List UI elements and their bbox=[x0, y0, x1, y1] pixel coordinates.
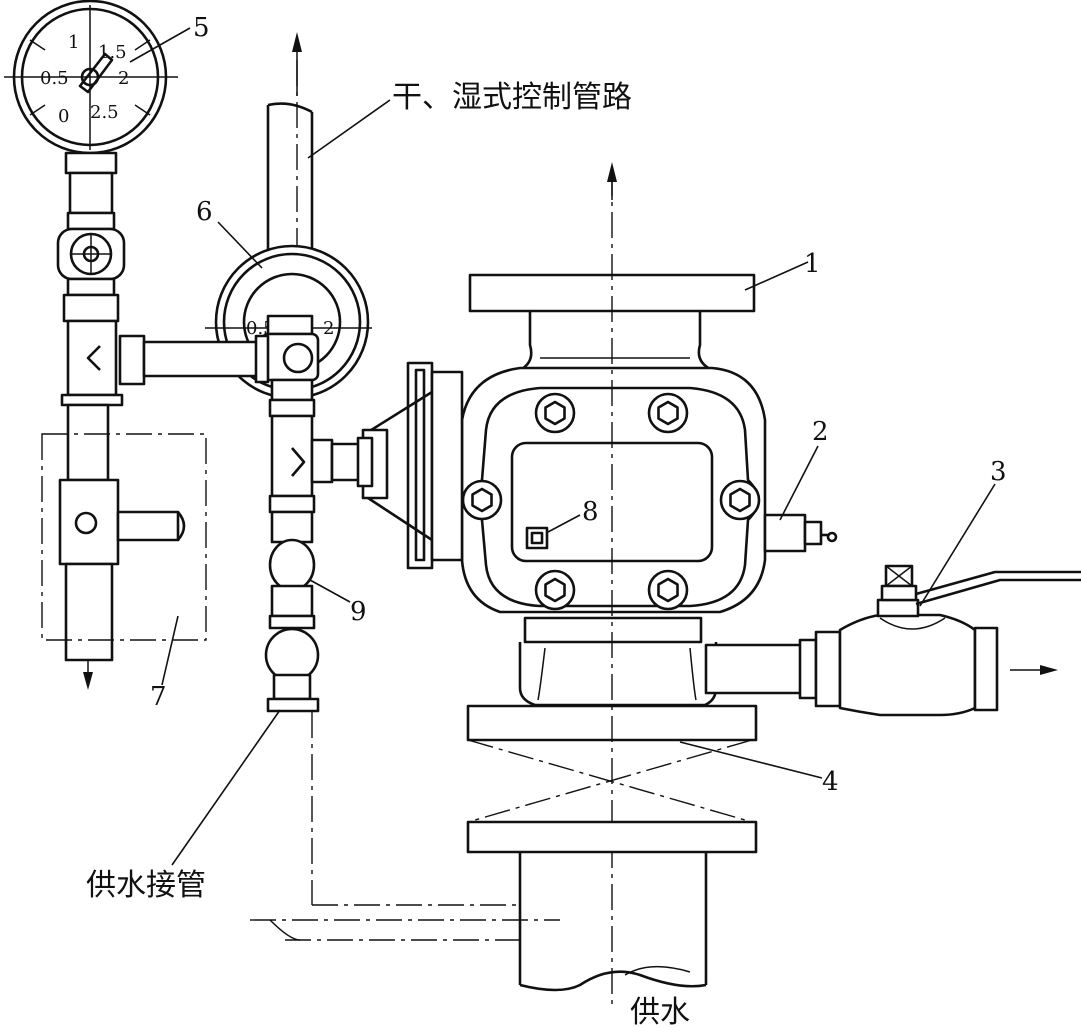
gauge-5-mark-0: 0 bbox=[58, 106, 69, 127]
alarm-check-valve bbox=[460, 273, 838, 742]
labels: 干、湿式控制管路 供水接管 供水 5 6 1 2 3 8 9 7 4 bbox=[86, 13, 1007, 1027]
flow-arrows bbox=[83, 32, 1058, 690]
drain-valve-7[interactable] bbox=[74, 511, 98, 535]
part-number-6: 6 bbox=[196, 197, 213, 227]
part-number-8: 8 bbox=[582, 497, 599, 527]
pressure-switch-port bbox=[763, 513, 807, 553]
control-pipe-label: 干、湿式控制管路 bbox=[392, 80, 632, 115]
supply-connection-label: 供水接管 bbox=[86, 868, 206, 903]
gauge-5-mark-25: 2.5 bbox=[90, 102, 119, 123]
part-number-5: 5 bbox=[193, 13, 210, 43]
control-line: 0.5 2 bbox=[118, 102, 374, 713]
drain-valve-assembly bbox=[704, 564, 1081, 717]
valve-handle[interactable] bbox=[915, 570, 1081, 606]
gauge-5-mark-2: 2 bbox=[118, 68, 129, 89]
retard-chamber bbox=[361, 361, 464, 570]
test-assembly: 0 0.5 1 1.5 2 2.5 bbox=[4, 0, 207, 662]
drain-plug bbox=[525, 526, 549, 550]
gauge-5-mark-05: 0.5 bbox=[40, 68, 69, 89]
gauge-6-mark-high: 2 bbox=[323, 318, 334, 339]
up-arrow-icon bbox=[292, 32, 302, 52]
up-arrow-icon bbox=[607, 162, 617, 182]
gauge-5-mark-15: 1.5 bbox=[98, 42, 127, 63]
right-arrow-icon bbox=[1040, 665, 1058, 675]
valve-body bbox=[460, 366, 767, 614]
ball-valve bbox=[838, 613, 977, 717]
gauge-5-mark-1: 1 bbox=[68, 32, 79, 53]
part-number-7: 7 bbox=[150, 682, 167, 712]
supply-flange bbox=[466, 820, 758, 854]
water-supply-label: 供水 bbox=[630, 995, 690, 1027]
supply-pipe bbox=[466, 820, 758, 992]
down-arrow-icon bbox=[83, 672, 93, 690]
part-number-1: 1 bbox=[804, 249, 821, 279]
part-number-2: 2 bbox=[812, 417, 829, 447]
leader-lines bbox=[129, 27, 996, 866]
part-number-3: 3 bbox=[990, 457, 1007, 487]
cover-plate bbox=[470, 386, 760, 608]
part-number-4: 4 bbox=[822, 767, 839, 797]
check-valve-9 bbox=[268, 538, 316, 592]
part-number-9: 9 bbox=[350, 597, 367, 627]
